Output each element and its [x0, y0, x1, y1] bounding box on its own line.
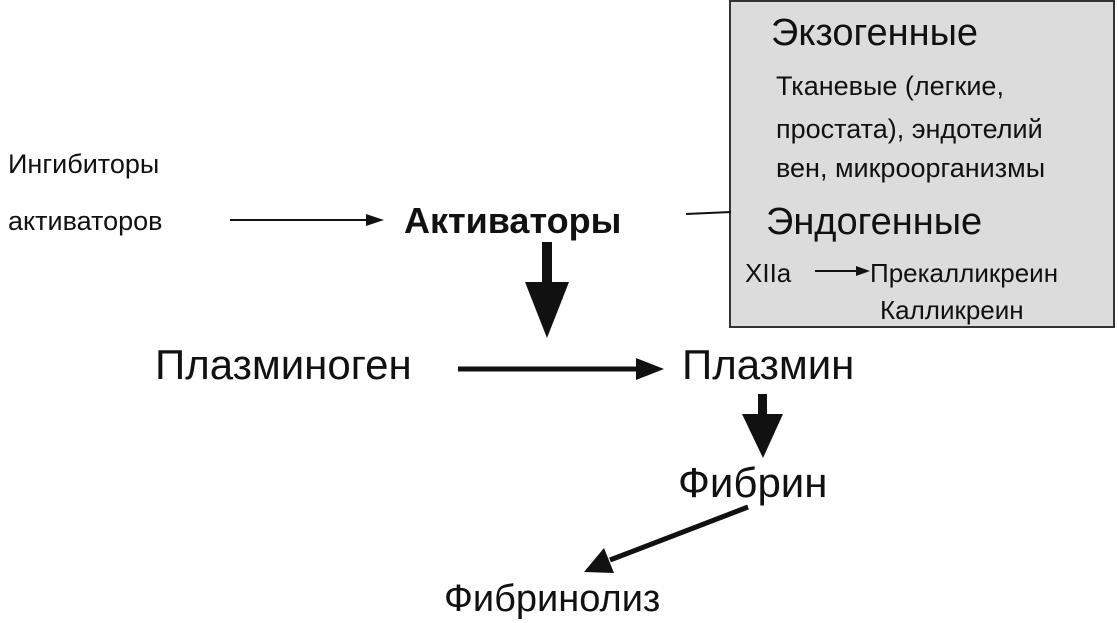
fibrin-label: Фибрин — [678, 459, 828, 506]
factor-xiia-label: XIIa — [745, 258, 792, 288]
fibrin-to-fibrinolysis-arrowhead — [584, 548, 614, 573]
inhibitors-arrowhead — [366, 214, 384, 226]
kallikrein-label: Калликреин — [880, 295, 1024, 325]
activators-down-arrow-shaft — [542, 242, 552, 284]
inhibitors-label-line-1: Ингибиторы — [8, 149, 160, 179]
plasmin-label: Плазмин — [682, 341, 855, 388]
fibrin-to-fibrinolysis-arrow — [609, 504, 749, 563]
activators-label: Активаторы — [404, 200, 622, 241]
endogenous-title: Эндогенные — [766, 201, 983, 243]
plasminogen-label: Плазминоген — [155, 341, 412, 388]
exogenous-line-3: вен, микроорганизмы — [776, 153, 1046, 183]
prekallikrein-label: Прекалликреин — [870, 258, 1059, 288]
activators-down-arrowhead — [525, 282, 569, 338]
exogenous-line-2: простата), эндотелий — [776, 114, 1043, 144]
plasminogen-to-plasmin-arrowhead — [636, 358, 664, 380]
inhibitors-label-line-2: активаторов — [8, 206, 163, 236]
plasmin-down-arrow-shaft — [758, 394, 767, 416]
activator-sources-box — [729, 0, 1115, 328]
plasmin-down-arrowhead — [742, 414, 783, 458]
xiia-to-prekallikrein-arrowhead — [856, 266, 870, 276]
activators-to-sources-connector — [685, 211, 732, 215]
exogenous-title: Экзогенные — [771, 12, 979, 54]
exogenous-line-1: Тканевые (легкие, — [776, 71, 1004, 101]
fibrinolysis-label: Фибринолиз — [444, 578, 661, 620]
